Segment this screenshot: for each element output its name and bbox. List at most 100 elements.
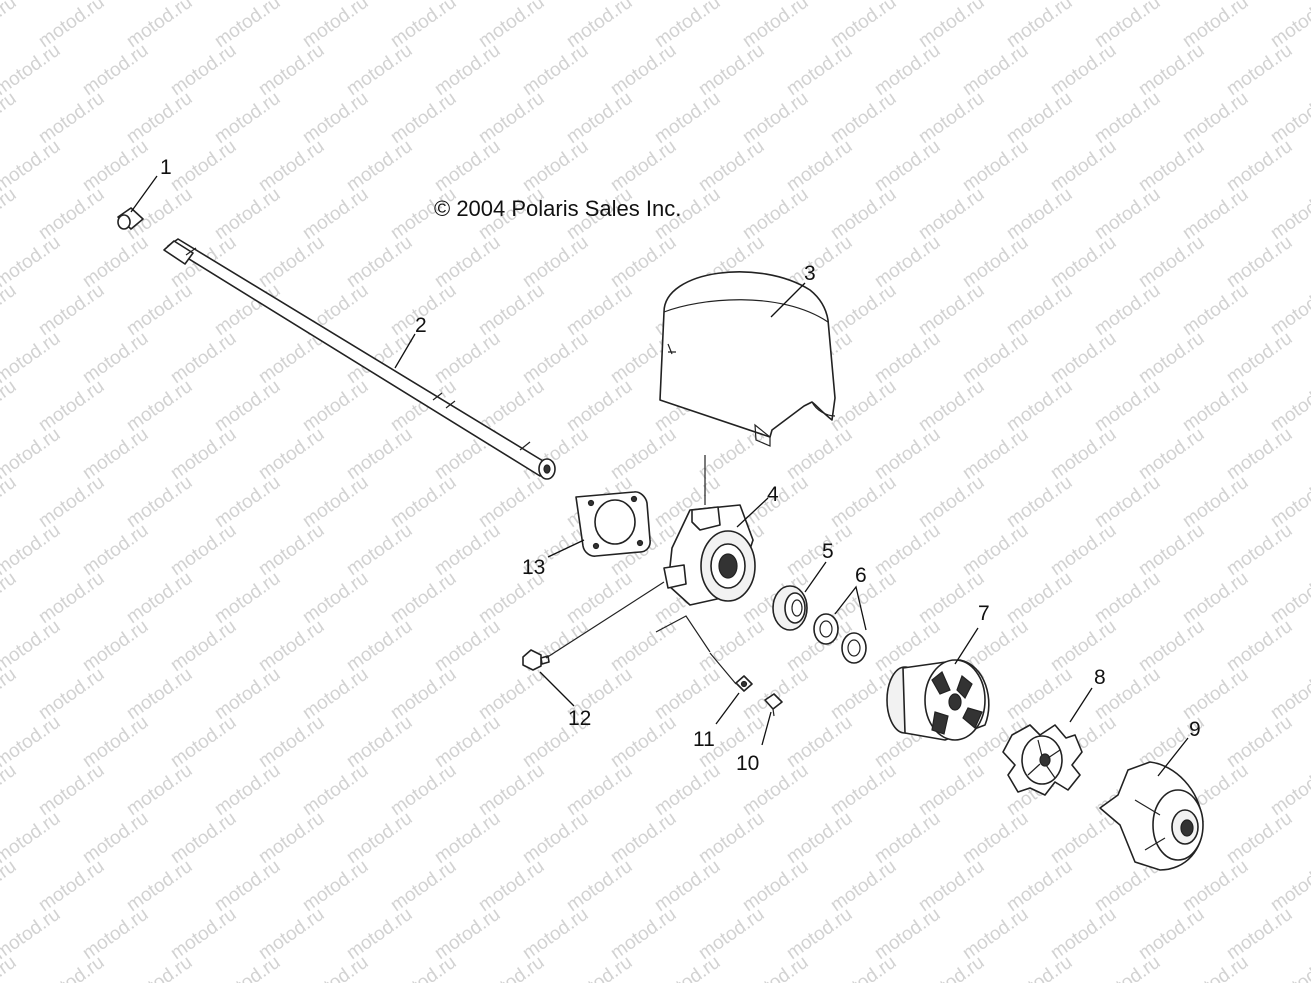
part-2-shaft [163, 238, 556, 480]
watermark-text: motod.ru [871, 40, 944, 100]
watermark-text: motod.ru [1047, 904, 1120, 964]
watermark-text: motod.ru [0, 88, 20, 148]
watermark-text: motod.ru [475, 952, 548, 983]
watermark-text: motod.ru [871, 904, 944, 964]
watermark-text: motod.ru [1135, 136, 1208, 196]
watermark-text: motod.ru [1047, 616, 1120, 676]
callout-6: 6 [855, 564, 867, 587]
part-11-nut [709, 652, 753, 725]
watermark-text: motod.ru [1267, 760, 1311, 820]
watermark-text: motod.ru [343, 712, 416, 772]
watermark-text: motod.ru [475, 856, 548, 916]
watermark-text: motod.ru [211, 856, 284, 916]
watermark-text: motod.ru [167, 904, 240, 964]
watermark-text: motod.ru [0, 664, 20, 724]
watermark-text: motod.ru [123, 952, 196, 983]
watermark-text: motod.ru [871, 520, 944, 580]
callout-11: 11 [693, 728, 715, 751]
watermark-text: motod.ru [475, 472, 548, 532]
watermark-text: motod.ru [607, 424, 680, 484]
callout-3: 3 [804, 262, 816, 285]
watermark-text: motod.ru [35, 856, 108, 916]
watermark-text: motod.ru [255, 520, 328, 580]
watermark-text: motod.ru [475, 88, 548, 148]
part-3-cover [659, 271, 836, 447]
watermark-text: motod.ru [299, 472, 372, 532]
watermark-text: motod.ru [35, 664, 108, 724]
watermark-text: motod.ru [255, 808, 328, 868]
watermark-text: motod.ru [1223, 904, 1296, 964]
watermark-text: motod.ru [563, 280, 636, 340]
watermark-text: motod.ru [299, 760, 372, 820]
watermark-text: motod.ru [343, 616, 416, 676]
watermark-text: motod.ru [915, 184, 988, 244]
watermark-text: motod.ru [0, 184, 20, 244]
watermark-text: motod.ru [1223, 328, 1296, 388]
watermark-text: motod.ru [35, 760, 108, 820]
watermark-text: motod.ru [343, 136, 416, 196]
watermark-text: motod.ru [1267, 568, 1311, 628]
watermark-text: motod.ru [1179, 184, 1252, 244]
watermark-text: motod.ru [431, 520, 504, 580]
watermark-text: motod.ru [299, 664, 372, 724]
watermark-text: motod.ru [827, 856, 900, 916]
watermark-text: motod.ru [1003, 568, 1076, 628]
watermark-text: motod.ru [783, 808, 856, 868]
watermark-text: motod.ru [1223, 616, 1296, 676]
watermark-text: motod.ru [651, 952, 724, 983]
watermark-text: motod.ru [387, 856, 460, 916]
watermark-text: motod.ru [1135, 40, 1208, 100]
watermark-text: motod.ru [211, 472, 284, 532]
watermark-text: motod.ru [1003, 952, 1076, 983]
watermark-text: motod.ru [1003, 280, 1076, 340]
part-6-washers [813, 585, 867, 664]
watermark-text: motod.ru [695, 904, 768, 964]
watermark-text: motod.ru [1135, 520, 1208, 580]
watermark-text: motod.ru [167, 520, 240, 580]
watermark-text: motod.ru [431, 712, 504, 772]
watermark-text: motod.ru [123, 856, 196, 916]
watermark-text: motod.ru [79, 424, 152, 484]
callout-labels: 1 2 3 4 5 6 7 8 9 10 11 12 13 [160, 156, 1201, 775]
watermark-text: motod.ru [607, 232, 680, 292]
watermark-text: motod.ru [739, 184, 812, 244]
watermark-text: motod.ru [1135, 328, 1208, 388]
watermark-text: motod.ru [959, 520, 1032, 580]
watermark-text: motod.ru [563, 760, 636, 820]
watermark-text: motod.ru [0, 760, 20, 820]
watermark-text: motod.ru [255, 616, 328, 676]
watermark-text: motod.ru [343, 424, 416, 484]
watermark-text: motod.ru [79, 712, 152, 772]
watermark-text: motod.ru [607, 712, 680, 772]
watermark-text: motod.ru [123, 472, 196, 532]
watermark-text: motod.ru [783, 40, 856, 100]
watermark-text: motod.ru [915, 856, 988, 916]
watermark-text: motod.ru [167, 136, 240, 196]
watermark-text: motod.ru [1091, 472, 1164, 532]
watermark-text: motod.ru [1091, 376, 1164, 436]
watermark-text: motod.ru [1223, 520, 1296, 580]
watermark-text: motod.ru [211, 664, 284, 724]
watermark-text: motod.ru [167, 712, 240, 772]
watermark-text: motod.ru [431, 328, 504, 388]
watermark-text: motod.ru [1267, 856, 1311, 916]
watermark-text: motod.ru [1135, 904, 1208, 964]
watermark-text: motod.ru [299, 88, 372, 148]
watermark-text: motod.ru [827, 952, 900, 983]
watermark-text: motod.ru [123, 568, 196, 628]
callout-4: 4 [767, 483, 779, 506]
watermark-text: motod.ru [35, 952, 108, 983]
watermark-text: motod.ru [475, 280, 548, 340]
callout-12: 12 [568, 707, 591, 730]
watermark-text: motod.ru [1223, 712, 1296, 772]
watermark-text: motod.ru [387, 664, 460, 724]
watermark-text: motod.ru [959, 424, 1032, 484]
watermark-text: motod.ru [1047, 520, 1120, 580]
watermark-text: motod.ru [387, 952, 460, 983]
watermark-text: motod.ru [607, 904, 680, 964]
watermark-text: motod.ru [695, 136, 768, 196]
watermark-text: motod.ru [519, 232, 592, 292]
watermark-text: motod.ru [211, 952, 284, 983]
